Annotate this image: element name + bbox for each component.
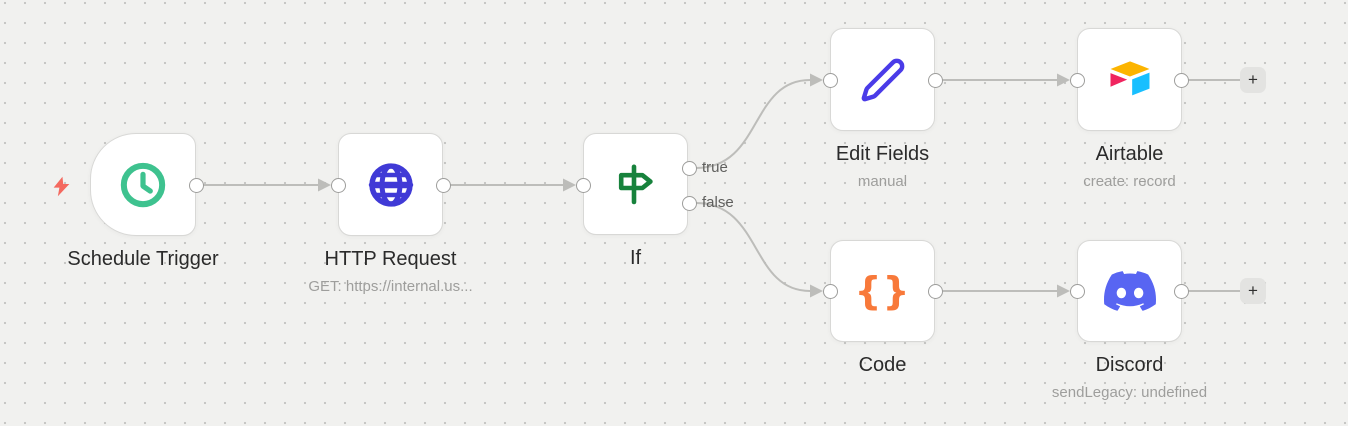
connector-if-output-false[interactable]: [681, 195, 697, 211]
node-subtitle: sendLegacy: undefined: [1051, 384, 1208, 401]
arrowhead: [563, 178, 576, 192]
arrowhead: [1057, 73, 1070, 87]
node-subtitle: manual: [857, 173, 908, 190]
connector-discord-output[interactable]: [1173, 283, 1189, 299]
connector-edit-fields-output[interactable]: [927, 72, 943, 88]
discord-logo: [1103, 271, 1156, 311]
pencil-icon: [861, 58, 904, 101]
arrowhead: [1057, 284, 1070, 298]
node-discord[interactable]: Discord sendLegacy: undefined: [1052, 240, 1207, 401]
node-label: Discord: [1095, 354, 1164, 376]
airtable-logo: [1110, 60, 1149, 95]
node-schedule-trigger[interactable]: Schedule Trigger: [67, 133, 219, 270]
node-label: Schedule Trigger: [67, 248, 219, 270]
node-if-box[interactable]: [583, 133, 688, 235]
add-node-button-false-branch[interactable]: +: [1240, 278, 1266, 304]
node-label: Code: [858, 354, 907, 376]
plus-icon: +: [1248, 281, 1258, 300]
node-schedule-trigger-box[interactable]: [90, 133, 196, 236]
node-edit-fields[interactable]: Edit Fields manual: [830, 28, 935, 190]
edges: [203, 79, 1241, 292]
connector-airtable-input[interactable]: [1069, 72, 1085, 88]
node-discord-box[interactable]: [1077, 240, 1182, 342]
node-subtitle: create: record: [1083, 173, 1176, 190]
connector-if-input[interactable]: [575, 177, 591, 193]
plus-icon: +: [1248, 70, 1258, 89]
arrowhead: [810, 284, 823, 298]
arrowhead: [318, 178, 331, 192]
airtable-logo-left: [1110, 72, 1127, 87]
connector-airtable-output[interactable]: [1173, 72, 1189, 88]
clock-icon: [120, 162, 166, 207]
node-airtable[interactable]: Airtable create: record: [1077, 28, 1182, 190]
node-http-request-box[interactable]: [338, 133, 443, 236]
curly-braces-icon: {}: [854, 269, 911, 313]
connector-discord-input[interactable]: [1069, 283, 1085, 299]
node-code-box[interactable]: {}: [830, 240, 935, 342]
edge-if-true-to-edit-fields: [695, 79, 811, 169]
node-airtable-box[interactable]: [1077, 28, 1182, 131]
node-label: If: [629, 247, 642, 269]
arrowhead: [810, 73, 823, 87]
node-label: Edit Fields: [835, 143, 930, 165]
edge-if-false-to-code: [695, 202, 811, 292]
edge-arrowheads: [318, 73, 1070, 298]
airtable-logo-right: [1131, 72, 1149, 95]
node-edit-fields-box[interactable]: [830, 28, 935, 131]
connector-http-output[interactable]: [435, 177, 451, 193]
branch-label-true: true: [702, 159, 728, 176]
connector-if-output-true[interactable]: [681, 160, 697, 176]
node-if[interactable]: If: [583, 133, 688, 269]
connector-code-output[interactable]: [927, 283, 943, 299]
globe-icon: [368, 162, 413, 207]
node-http-request[interactable]: HTTP Request GET: https://internal.us...: [308, 133, 473, 295]
branch-label-false: false: [702, 194, 734, 211]
signpost-icon: [618, 164, 653, 205]
airtable-logo-top: [1110, 60, 1149, 77]
connector-http-input[interactable]: [330, 177, 346, 193]
connector-schedule-output[interactable]: [188, 177, 204, 193]
node-label: Airtable: [1095, 143, 1164, 165]
node-code[interactable]: {} Code: [830, 240, 935, 376]
node-label: HTTP Request: [324, 248, 457, 270]
node-subtitle: GET: https://internal.us...: [308, 278, 473, 295]
connector-edit-fields-input[interactable]: [822, 72, 838, 88]
lightning-bolt-icon: [53, 176, 70, 197]
connector-code-input[interactable]: [822, 283, 838, 299]
add-node-button-true-branch[interactable]: +: [1240, 67, 1266, 93]
